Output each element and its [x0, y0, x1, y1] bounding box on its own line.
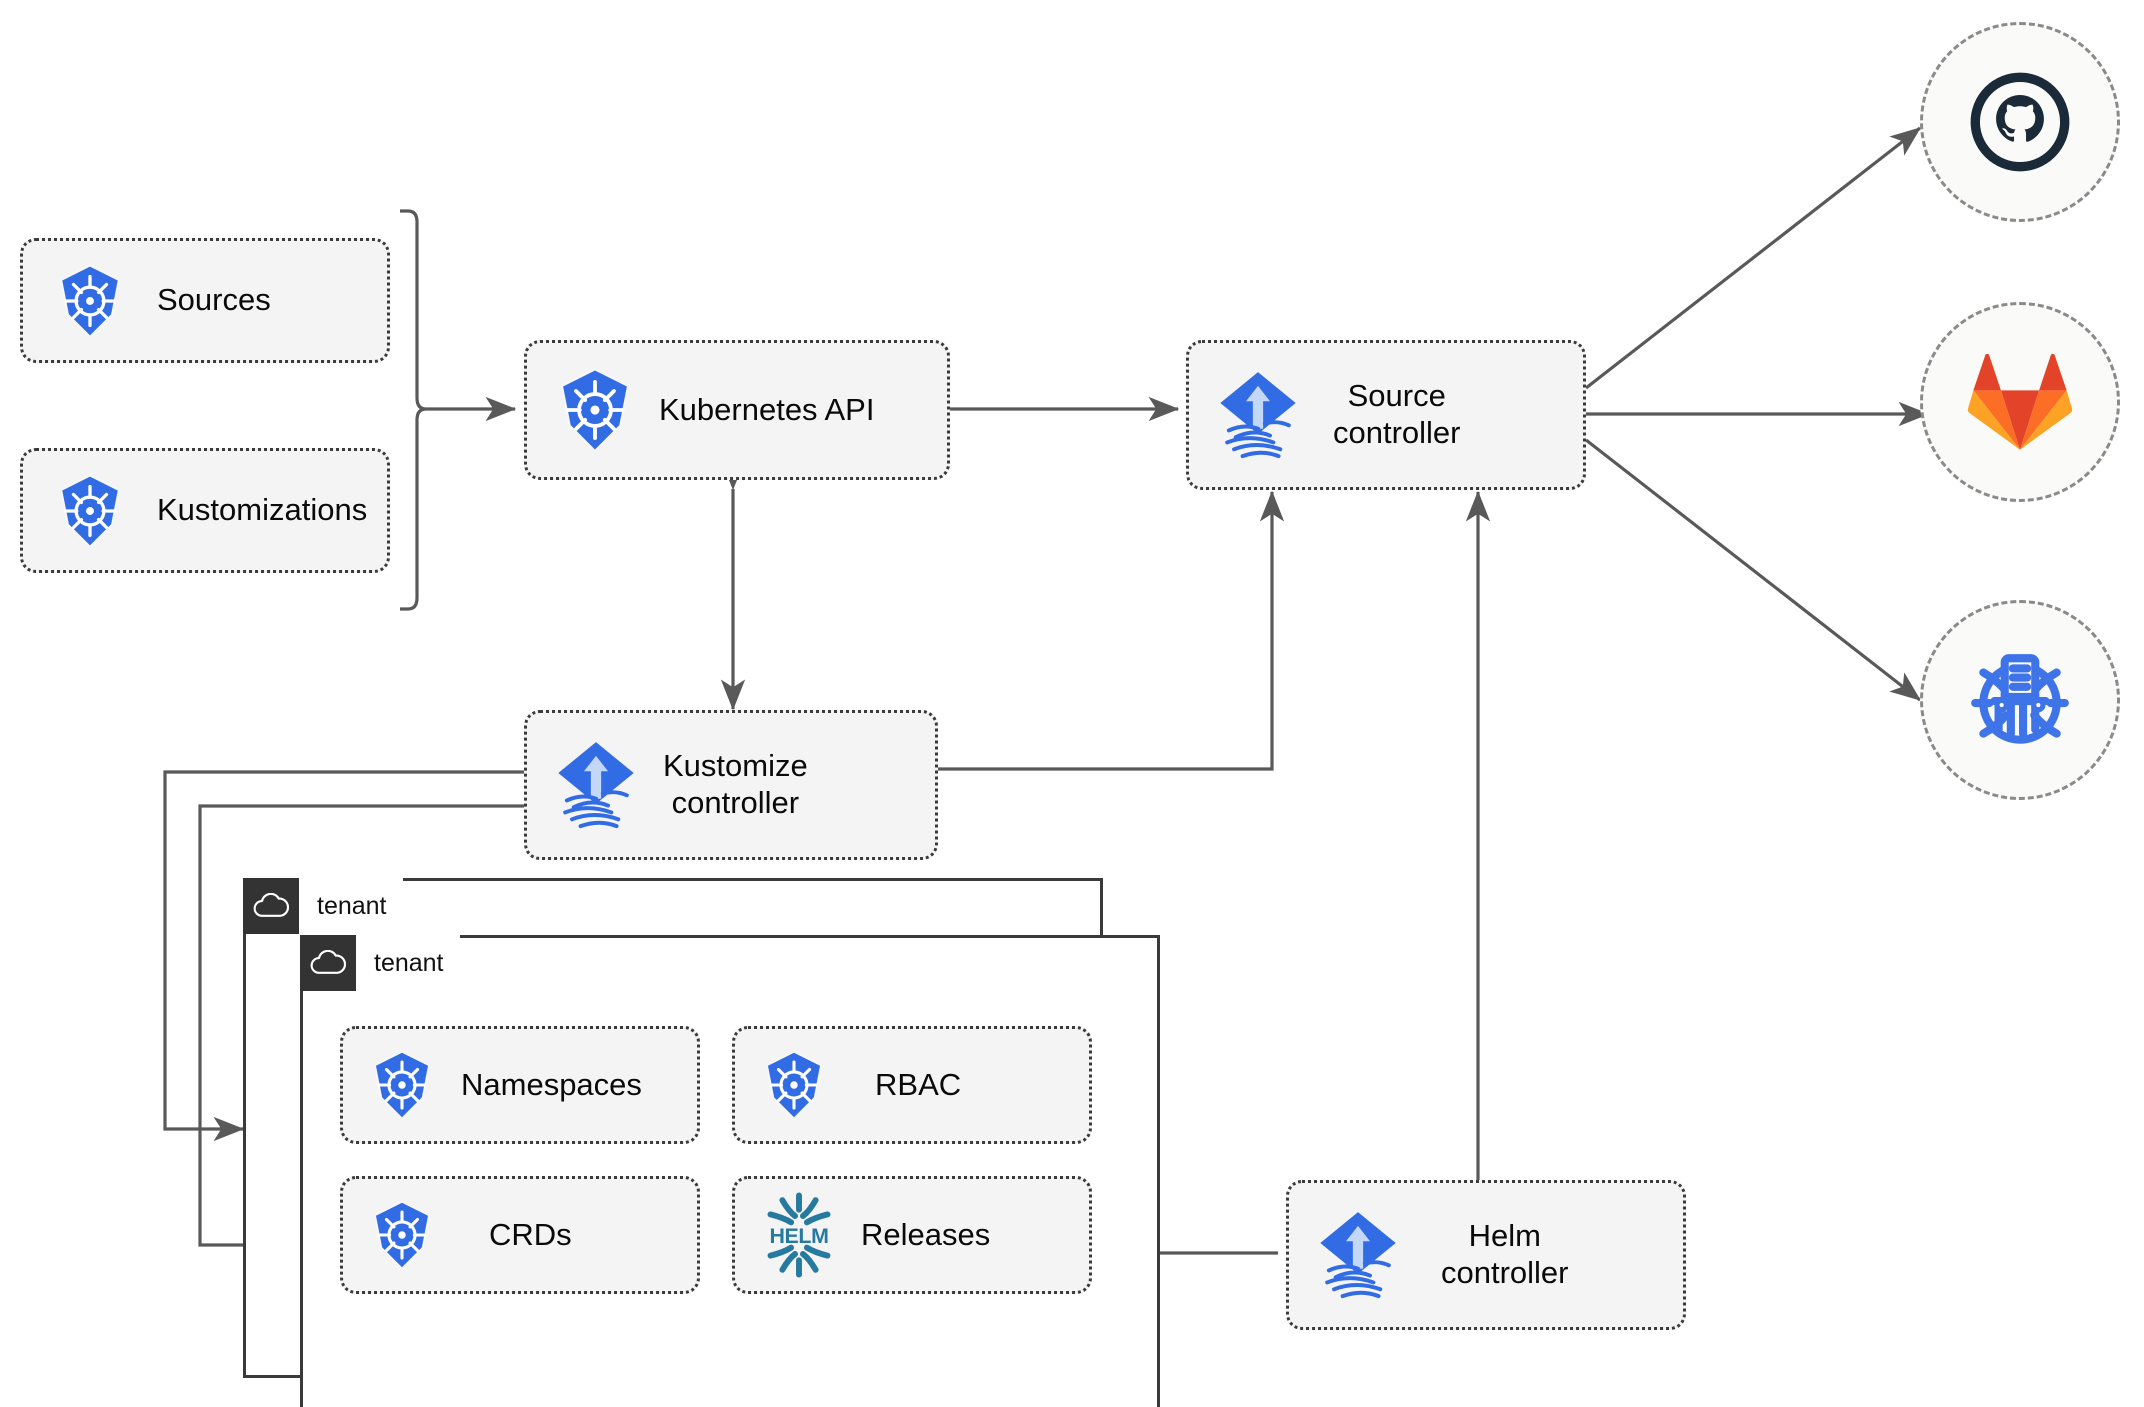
brace-resources — [400, 209, 427, 611]
kubernetes-icon — [371, 1051, 433, 1119]
github-icon — [1970, 72, 2070, 172]
cloud-icon — [300, 935, 356, 991]
kubernetes-icon — [557, 369, 633, 451]
tenant-resource-label: Namespaces — [461, 1066, 642, 1102]
resource-label: Kustomizations — [157, 492, 368, 528]
wire-kustomize-source — [938, 490, 1285, 771]
tenant-resource-label: RBAC — [875, 1066, 962, 1102]
tenant-title-bar: tenant — [300, 935, 460, 991]
flux-icon — [553, 737, 639, 833]
bucket-icon — [1971, 654, 2069, 744]
tenant-resource-label: CRDs — [489, 1216, 572, 1252]
cloud-icon — [243, 878, 299, 934]
svg-text:HELM: HELM — [770, 1224, 829, 1248]
tenant-resource-namespaces[interactable]: Namespaces — [340, 1026, 700, 1144]
tenant-label: tenant — [299, 878, 403, 934]
node-label: Kubernetes API — [659, 391, 875, 427]
provider-bucket[interactable] — [1920, 600, 2120, 800]
tenant-window-inner[interactable]: tenant — [300, 935, 1160, 1407]
provider-github[interactable] — [1920, 22, 2120, 222]
tenant-resource-crds[interactable]: CRDs — [340, 1176, 700, 1294]
kubernetes-icon — [57, 475, 123, 547]
helm-icon: HELM — [761, 1192, 837, 1278]
gitlab-icon — [1967, 353, 2073, 450]
tenant-label: tenant — [356, 935, 460, 991]
node-kustomize-controller[interactable]: Kustomize controller — [524, 710, 938, 860]
node-source-controller[interactable]: Source controller — [1186, 340, 1586, 490]
flux-icon — [1215, 367, 1301, 463]
tenant-title-bar: tenant — [243, 878, 403, 934]
node-label: Helm controller — [1441, 1218, 1569, 1290]
wire-source-github — [1585, 126, 1922, 390]
tenant-resource-rbac[interactable]: RBAC — [732, 1026, 1092, 1144]
node-kubernetes-api[interactable]: Kubernetes API — [524, 340, 950, 480]
resource-label: Sources — [157, 282, 271, 318]
tenant-resource-releases[interactable]: HELM Releases — [732, 1176, 1092, 1294]
node-helm-controller[interactable]: Helm controller — [1286, 1180, 1686, 1330]
resource-card-kustomizations[interactable]: Kustomizations — [20, 448, 390, 573]
kubernetes-icon — [763, 1051, 825, 1119]
resource-card-sources[interactable]: Sources — [20, 238, 390, 363]
kubernetes-icon — [371, 1201, 433, 1269]
node-label: Source controller — [1333, 378, 1461, 450]
node-label: Kustomize controller — [663, 748, 808, 820]
tenant-resource-label: Releases — [861, 1216, 991, 1252]
flux-icon — [1315, 1207, 1401, 1303]
wire-source-bucket — [1585, 438, 1922, 702]
kubernetes-icon — [57, 265, 123, 337]
provider-gitlab[interactable] — [1920, 302, 2120, 502]
